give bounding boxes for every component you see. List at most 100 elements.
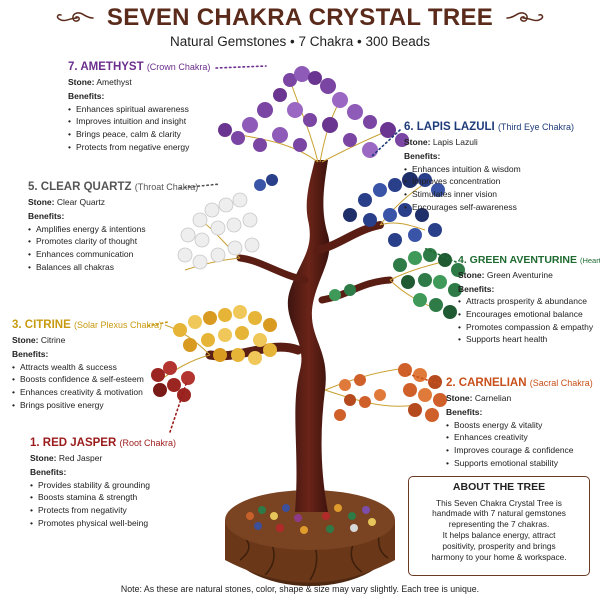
- benefits-list: Enhances spiritual awareness Improves in…: [68, 104, 210, 153]
- chakra-green-aventurine: 4. GREEN AVENTURINE (Heart Chakra) Stone…: [458, 254, 600, 347]
- stone-value: Red Jasper: [58, 453, 103, 464]
- stone-line: Stone: Red Jasper: [30, 453, 176, 464]
- stone-label: Stone:: [28, 197, 55, 208]
- chakra-title: 4. GREEN AVENTURINE: [458, 254, 578, 266]
- page-subtitle: Natural Gemstones • 7 Chakra • 300 Beads: [169, 34, 431, 49]
- about-text-line: harmony to your home & workspace.: [431, 551, 567, 562]
- benefits-list: Attracts prosperity & abundance Encourag…: [458, 296, 600, 345]
- stone-label: Stone:: [30, 453, 57, 464]
- chakra-subtitle: (Third Eye Chakra): [497, 122, 574, 132]
- benefit-item: Stimulates inner vision: [404, 189, 574, 200]
- chakra-clear-quartz: 5. CLEAR QUARTZ (Throat Chakra) Stone: C…: [28, 180, 198, 274]
- about-title: ABOUT THE TREE: [452, 481, 546, 493]
- benefit-item: Balances all chakras: [28, 262, 198, 273]
- footer-note: Note: As these are natural stones, color…: [120, 584, 480, 594]
- carnelian-cluster: [334, 363, 447, 422]
- chakra-name: 7. AMETHYST (Crown Chakra): [68, 60, 210, 74]
- benefit-item: Promotes physical well-being: [30, 518, 176, 529]
- chakra-title: 3. CITRINE: [12, 319, 71, 331]
- page-title: SEVEN CHAKRA CRYSTAL TREE: [106, 4, 494, 31]
- stone-value: Carnelian: [474, 393, 512, 404]
- wooden-base: [225, 490, 395, 586]
- stone-label: Stone:: [68, 77, 95, 88]
- stone-label: Stone:: [12, 335, 39, 346]
- benefits-label: Benefits:: [68, 91, 105, 101]
- benefits-label: Benefits:: [458, 283, 495, 294]
- benefit-item: Enhances spiritual awareness: [68, 104, 210, 115]
- chakra-title: 2. CARNELIAN: [446, 377, 527, 389]
- chakra-citrine: 3. CITRINE (Solar Plexus Chakra) Stone: …: [12, 318, 162, 412]
- benefit-item: Encourages self-awareness: [404, 202, 574, 213]
- benefit-item: Amplifies energy & intentions: [28, 224, 198, 235]
- benefit-item: Enhances intuition & wisdom: [404, 164, 574, 175]
- left-flourish-icon: [56, 12, 94, 22]
- benefit-item: Supports heart health: [458, 334, 600, 345]
- about-text-line: positivity, prosperity and brings: [442, 540, 556, 551]
- benefit-item: Protects from negative energy: [68, 142, 210, 153]
- benefit-item: Improves courage & confidence: [446, 445, 593, 456]
- chakra-name: 2. CARNELIAN (Sacral Chakra): [446, 376, 593, 390]
- chakra-red-jasper: 1. RED JASPER (Root Chakra) Stone: Red J…: [30, 436, 176, 530]
- stone-line: Stone: Clear Quartz: [28, 197, 198, 208]
- stone-line: Stone: Lapis Lazuli: [404, 137, 574, 148]
- stone-line: Stone: Citrine: [12, 335, 162, 346]
- benefits-list: Provides stability & grounding Boosts st…: [30, 480, 176, 529]
- benefits-label: Benefits:: [404, 151, 441, 161]
- benefit-item: Enhances creativity: [446, 432, 593, 443]
- chakra-subtitle: (Solar Plexus Chakra): [74, 320, 163, 330]
- benefit-item: Brings positive energy: [12, 400, 162, 411]
- aventurine-cluster: [329, 248, 465, 319]
- about-text-line: representing the 7 chakras.: [448, 519, 550, 530]
- benefits-label: Benefits:: [30, 467, 67, 477]
- benefit-item: Improves concentration: [404, 176, 574, 187]
- stone-value: Green Aventurine: [486, 270, 553, 281]
- benefit-item: Boosts confidence & self-esteem: [12, 374, 162, 385]
- about-text-line: It helps balance energy, attract: [442, 529, 556, 540]
- chakra-lapis-lazuli: 6. LAPIS LAZULI (Third Eye Chakra) Stone…: [404, 120, 574, 214]
- benefit-item: Boosts energy & vitality: [446, 420, 593, 431]
- chakra-name: 6. LAPIS LAZULI (Third Eye Chakra): [404, 120, 574, 134]
- benefits-label: Benefits:: [446, 407, 483, 417]
- benefits-list: Enhances intuition & wisdom Improves con…: [404, 164, 574, 213]
- chakra-title: 5. CLEAR QUARTZ: [28, 181, 132, 193]
- header: SEVEN CHAKRA CRYSTAL TREE Natural Gemsto…: [0, 4, 600, 49]
- benefit-item: Promotes compassion & empathy: [458, 322, 600, 333]
- chakra-title: 7. AMETHYST: [68, 61, 144, 73]
- about-text-line: This Seven Chakra Crystal Tree is: [436, 497, 562, 508]
- stone-line: Stone: Amethyst: [68, 77, 210, 88]
- benefit-item: Enhances communication: [28, 249, 198, 260]
- benefits-label: Benefits:: [28, 211, 65, 221]
- chakra-subtitle: (Sacral Chakra): [529, 378, 593, 388]
- chakra-amethyst: 7. AMETHYST (Crown Chakra) Stone: Amethy…: [68, 60, 210, 154]
- benefit-item: Brings peace, calm & clarity: [68, 129, 210, 140]
- chakra-subtitle: (Heart Chakra): [579, 256, 600, 265]
- benefits-list: Amplifies energy & intentions Promotes c…: [28, 224, 198, 273]
- benefit-item: Provides stability & grounding: [30, 480, 176, 491]
- stone-label: Stone:: [458, 270, 485, 281]
- chakra-carnelian: 2. CARNELIAN (Sacral Chakra) Stone: Carn…: [446, 376, 593, 470]
- benefit-item: Promotes clarity of thought: [28, 236, 198, 247]
- right-flourish-icon: [506, 12, 544, 22]
- stone-value: Clear Quartz: [56, 197, 106, 208]
- benefits-list: Attracts wealth & success Boosts confide…: [12, 362, 162, 411]
- citrine-cluster: [173, 305, 277, 365]
- benefit-item: Attracts prosperity & abundance: [458, 296, 600, 307]
- chakra-name: 4. GREEN AVENTURINE (Heart Chakra): [458, 254, 600, 267]
- stone-value: Citrine: [40, 335, 66, 346]
- benefit-item: Enhances creativity & motivation: [12, 387, 162, 398]
- chakra-name: 5. CLEAR QUARTZ (Throat Chakra): [28, 180, 198, 194]
- stone-value: Amethyst: [96, 77, 132, 88]
- stone-value: Lapis Lazuli: [432, 137, 478, 148]
- chakra-name: 1. RED JASPER (Root Chakra): [30, 436, 176, 450]
- stone-label: Stone:: [404, 137, 431, 148]
- benefit-item: Attracts wealth & success: [12, 362, 162, 373]
- benefits-label: Benefits:: [12, 349, 49, 359]
- crystal-tree-illustration: [151, 66, 465, 586]
- chakra-title: 1. RED JASPER: [30, 437, 117, 449]
- chakra-subtitle: (Throat Chakra): [134, 182, 199, 192]
- amethyst-cluster: [218, 66, 409, 158]
- title-row: SEVEN CHAKRA CRYSTAL TREE: [0, 4, 600, 32]
- chakra-name: 3. CITRINE (Solar Plexus Chakra): [12, 318, 162, 332]
- stone-line: Stone: Carnelian: [446, 393, 593, 404]
- benefit-item: Improves intuition and insight: [68, 116, 210, 127]
